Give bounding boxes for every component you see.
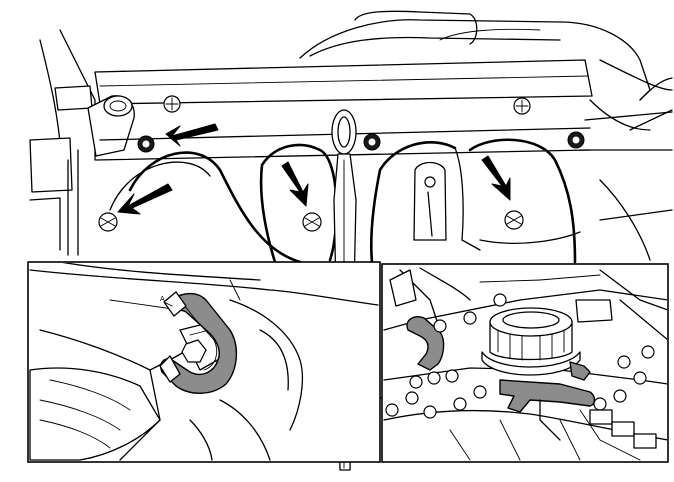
rail-bolt-right <box>513 97 531 115</box>
rail-bolt-left <box>163 95 181 113</box>
manifold-nut-1 <box>98 212 118 232</box>
manifold-bracket <box>413 161 447 241</box>
removal-arrow-1 <box>165 123 219 147</box>
callout-label-a: A <box>160 296 165 303</box>
fuel-rail <box>94 59 593 105</box>
oil-filler-cap <box>481 307 581 376</box>
head-bolts <box>385 293 655 419</box>
right-detail-inset <box>381 263 669 463</box>
inset-bolt <box>181 339 207 363</box>
manifold-stud-3 <box>567 131 585 149</box>
manifold-stud-2 <box>363 133 381 151</box>
right-inset-hose-left <box>406 316 445 371</box>
left-detail-inset: A <box>27 261 381 463</box>
manifold-stud-1 <box>137 135 155 153</box>
removal-arrow-2 <box>117 183 173 215</box>
removal-arrow-4 <box>481 155 511 201</box>
manifold-nut-3 <box>504 210 524 230</box>
engine-top-background <box>29 10 673 261</box>
manifold-nut-2 <box>302 212 322 232</box>
right-inset-hose-center <box>499 379 596 413</box>
removal-arrow-3 <box>281 161 309 207</box>
coolant-hose <box>160 293 237 394</box>
